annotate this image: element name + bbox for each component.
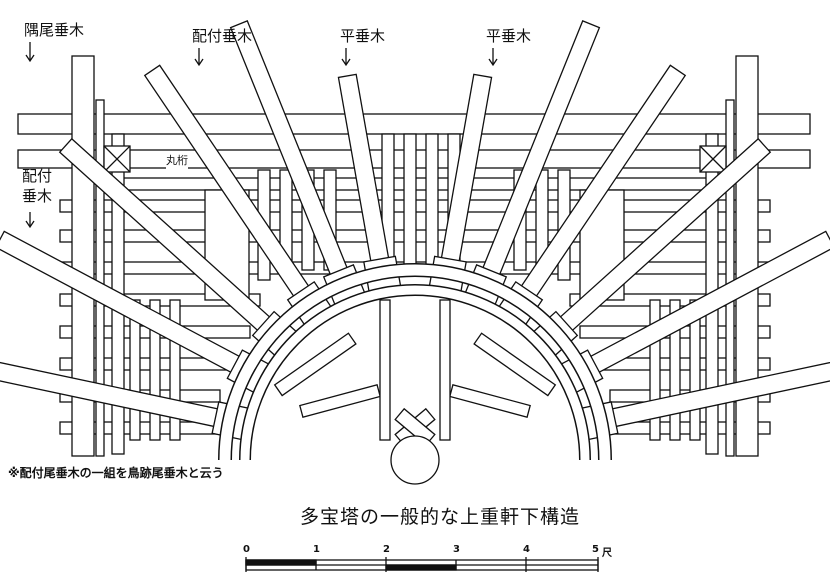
scale-tick-5: 5 [592, 544, 599, 555]
label-corner-rafter: 隅尾垂木 [24, 21, 85, 39]
label-distributed-rafter-side-1: 配付 [22, 167, 53, 185]
label-flat-rafter-left: 平垂木 [340, 27, 386, 45]
scale-tick-3: 3 [453, 544, 460, 555]
diagram-caption: 多宝塔の一般的な上重軒下構造 [300, 506, 581, 528]
corner-blocks [103, 145, 727, 173]
label-distributed-rafter-top: 配付垂木 [192, 27, 253, 45]
scale-tick-2: 2 [383, 544, 390, 555]
round-beam-arc [218, 263, 612, 461]
scale-tick-4: 4 [523, 544, 530, 555]
label-flat-rafter-right: 平垂木 [486, 27, 532, 45]
scale-tick-1: 1 [313, 544, 320, 555]
central-post [390, 435, 440, 485]
footnote: ※配付尾垂木の一組を鳥跡尾垂木と云う [8, 466, 224, 480]
label-round-beam: 丸桁 [166, 152, 188, 169]
scale-unit: 尺 [602, 548, 612, 559]
scale-bar [245, 557, 599, 572]
label-distributed-rafter-side-2: 垂木 [22, 187, 53, 205]
scale-tick-0: 0 [243, 544, 250, 555]
inner-struts [273, 299, 557, 447]
label-arrows [25, 42, 498, 229]
